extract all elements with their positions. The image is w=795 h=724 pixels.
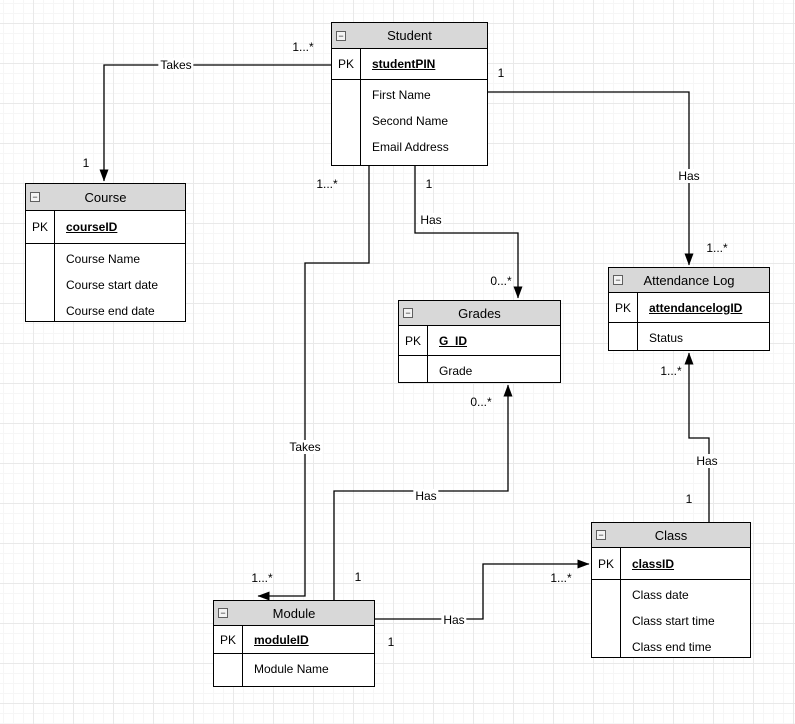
pk-row[interactable]: PK studentPIN [332,49,487,80]
attributes-row[interactable]: Module Name [214,654,374,686]
relationship-label-student-takes-module[interactable]: Takes [287,440,323,454]
attributes-key-spacer [399,356,428,382]
pk-key-label: PK [609,293,638,322]
entity-class-header[interactable]: − Class [592,523,750,548]
cardinality-student-has-attendance-log-to[interactable]: 1...* [706,241,728,255]
entity-title: Class [654,527,688,543]
attribute: Module Name [254,662,329,676]
pk-row[interactable]: PK G_ID [399,326,560,356]
relationship-label-module-has-grades[interactable]: Has [413,489,439,503]
entity-student-header[interactable]: − Student [332,23,487,49]
entity-title: Course [84,189,127,205]
cardinality-student-takes-module-to[interactable]: 1...* [251,571,273,585]
entity-module-header[interactable]: − Module [214,601,374,626]
pk-field: attendancelogID [649,300,743,315]
attribute: Class end time [632,640,712,654]
attribute-list: Grade [428,356,560,382]
collapse-icon[interactable]: − [218,608,228,618]
pk-field: G_ID [439,333,468,348]
pk-field: studentPIN [372,57,436,71]
relationship-label-student-has-attendance-log[interactable]: Has [676,169,702,183]
cardinality-module-has-class-to[interactable]: 1...* [550,571,572,585]
attributes-row[interactable]: Grade [399,356,560,382]
pk-row[interactable]: PK moduleID [214,626,374,654]
pk-row[interactable]: PK attendancelogID [609,293,769,323]
pk-field: courseID [66,220,118,234]
relationship-line-class-has-attendance-log[interactable] [684,352,710,522]
attribute: First Name [372,88,431,102]
pk-key-label: PK [214,626,243,653]
collapse-icon[interactable]: − [613,275,623,285]
attributes-key-spacer [214,654,243,686]
cardinality-module-has-grades-from[interactable]: 1 [354,570,362,584]
attribute: Email Address [372,140,449,154]
attribute: Class date [632,588,689,602]
collapse-icon[interactable]: − [596,530,606,540]
entity-title: Attendance Log [643,272,735,288]
attribute: Course end date [66,304,155,318]
pk-field: classID [632,556,675,571]
pk-key-label: PK [592,548,621,579]
cardinality-student-takes-module-from[interactable]: 1...* [316,177,338,191]
cardinality-student-takes-course-to[interactable]: 1 [82,156,90,170]
entity-title: Student [387,28,432,43]
entity-title: Grades [458,305,501,321]
collapse-icon[interactable]: − [403,308,413,318]
attribute: Class start time [632,614,715,628]
attributes-key-spacer [592,580,621,657]
collapse-icon[interactable]: − [336,30,346,41]
cardinality-student-has-grades-from[interactable]: 1 [425,177,433,191]
pk-key-label: PK [399,326,428,355]
collapse-icon[interactable]: − [30,192,40,202]
pk-field: moduleID [254,632,309,647]
attribute: Status [649,331,684,345]
relationship-label-student-takes-course[interactable]: Takes [158,58,194,72]
relationship-line-student-has-attendance-log[interactable] [488,91,694,266]
cardinality-module-has-class-from[interactable]: 1 [387,635,395,649]
relationship-line-student-takes-module[interactable] [257,166,370,601]
pk-key-label: PK [332,49,361,79]
attribute-list: Module Name [243,654,374,686]
attribute: Course Name [66,252,141,266]
attributes-row[interactable]: Status [609,323,769,350]
relationship-line-student-has-grades[interactable] [414,166,523,299]
entity-title: Module [272,605,316,621]
cardinality-class-has-attendance-log-to[interactable]: 1...* [660,364,682,378]
relationship-line-module-has-class[interactable] [375,559,590,620]
pk-row[interactable]: PK classID [592,548,750,580]
entity-grades-header[interactable]: − Grades [399,301,560,326]
attribute: Second Name [372,114,449,128]
attribute: Course start date [66,278,159,292]
cardinality-student-has-grades-to[interactable]: 0...* [490,274,512,288]
cardinality-class-has-attendance-log-from[interactable]: 1 [685,492,693,506]
attributes-key-spacer [609,323,638,350]
cardinality-student-takes-course-from[interactable]: 1...* [292,40,314,54]
relationship-label-class-has-attendance-log[interactable]: Has [694,454,720,468]
cardinality-module-has-grades-to[interactable]: 0...* [470,395,492,409]
attributes-key-spacer [26,244,55,321]
cardinality-student-has-attendance-log-from[interactable]: 1 [497,66,505,80]
attribute: Grade [439,364,473,378]
relationship-label-module-has-class[interactable]: Has [441,613,467,627]
pk-row[interactable]: PK courseID [26,211,185,244]
relationship-label-student-has-grades[interactable]: Has [418,213,444,227]
entity-course-header[interactable]: − Course [26,184,185,211]
relationship-line-student-takes-course[interactable] [99,64,331,182]
pk-key-label: PK [26,211,55,243]
entity-attendance_log-header[interactable]: − Attendance Log [609,268,769,293]
attributes-key-spacer [332,80,361,165]
attribute-list: Status [638,323,769,350]
